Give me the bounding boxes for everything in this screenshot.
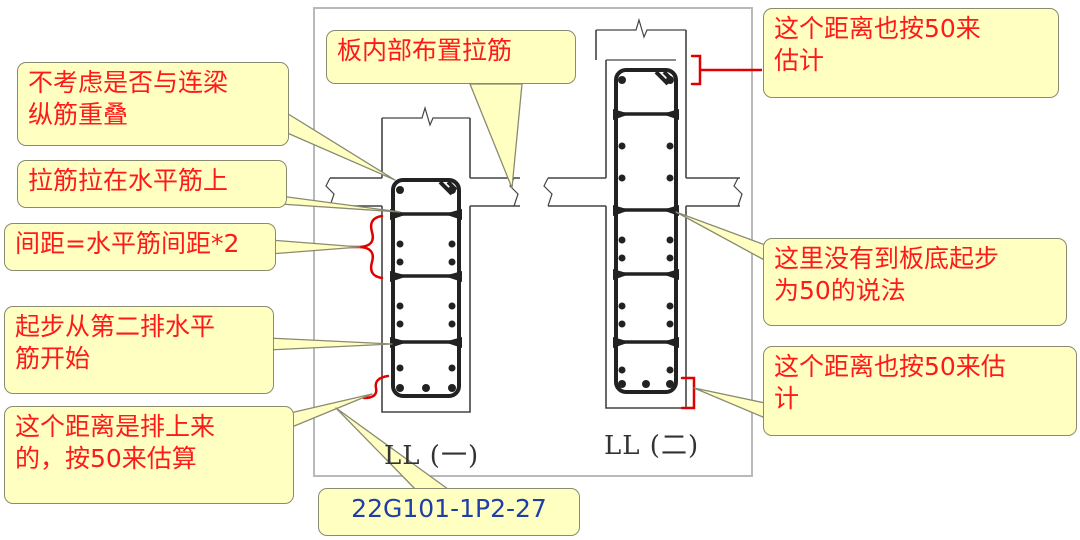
callout-no-overlap: 不考虑是否与连梁 纵筋重叠 bbox=[17, 62, 289, 146]
left-beam-rebar bbox=[391, 178, 461, 398]
bracket-spacing bbox=[359, 214, 384, 280]
left-beam-tie-ends bbox=[390, 209, 462, 348]
pointer-slab-tie bbox=[469, 83, 523, 189]
right-beam bbox=[543, 17, 743, 409]
right-beam-bars bbox=[618, 76, 674, 388]
callout-no-50-from-slab: 这里没有到板底起步 为50的说法 bbox=[763, 238, 1067, 326]
callout-top-right-distance: 这个距离也按50来 估计 bbox=[763, 8, 1059, 98]
right-beam-tie-ends bbox=[613, 109, 679, 348]
pointer-start-second bbox=[267, 337, 393, 351]
pointer-no-50 bbox=[675, 211, 769, 263]
callout-bottom-right-distance: 这个距离也按50来估 计 bbox=[763, 346, 1077, 436]
pointer-spacing bbox=[269, 239, 361, 255]
left-beam-bars bbox=[396, 186, 456, 392]
callout-start-second-row: 起步从第二排水平 筋开始 bbox=[4, 306, 274, 394]
callout-slab-tie: 板内部布置拉筋 bbox=[326, 30, 576, 84]
pointer-no-overlap bbox=[284, 111, 396, 181]
bracket-bottom-left bbox=[362, 374, 390, 400]
beam-label-ll-1: LL (一) bbox=[384, 441, 480, 471]
bracket-top-right bbox=[690, 54, 740, 86]
pointer-bottom-right bbox=[693, 387, 771, 421]
pointer-tie-on-horizontal bbox=[279, 195, 401, 213]
left-beam bbox=[325, 105, 520, 413]
callout-tie-on-horizontal: 拉筋拉在水平筋上 bbox=[17, 160, 287, 208]
callout-reference: 22G101-1P2-27 bbox=[318, 488, 580, 536]
callout-bottom-distance: 这个距离是排上来 的，按50来估算 bbox=[4, 406, 294, 504]
drawing-frame bbox=[313, 7, 753, 477]
red-brackets bbox=[343, 54, 740, 410]
callout-spacing: 间距=水平筋间距*2 bbox=[4, 223, 276, 271]
beam-label-ll-2: LL (二) bbox=[604, 431, 700, 461]
bracket-bottom-right bbox=[680, 376, 696, 410]
